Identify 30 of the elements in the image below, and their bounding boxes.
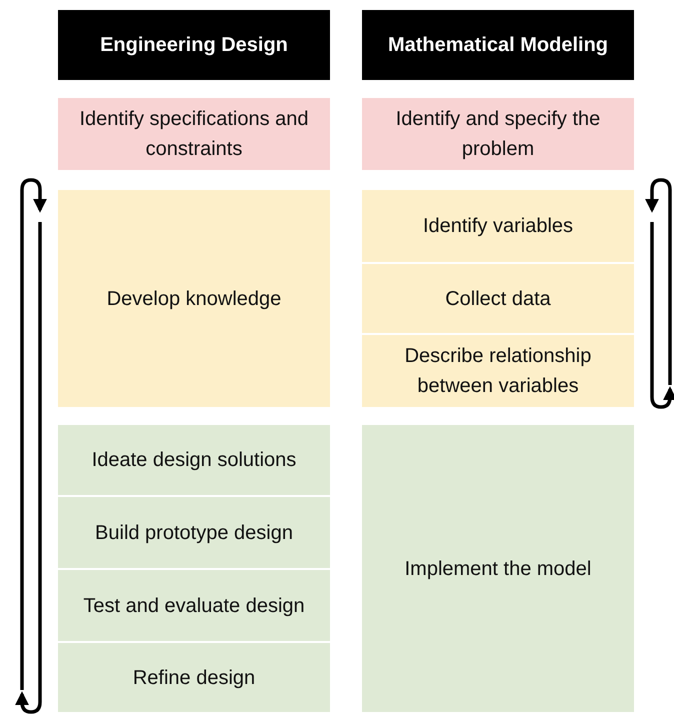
step-box [58, 425, 330, 495]
step-box [58, 570, 330, 641]
step-box [58, 497, 330, 568]
step-text: Ideate design solutions [92, 448, 296, 473]
loop-arrow [20, 178, 47, 690]
step-text: Identify variables [422, 214, 574, 239]
step-box [362, 425, 634, 712]
step-text: Refine design [132, 666, 256, 690]
step-box [362, 335, 634, 407]
step-text: Test and evaluate design [83, 594, 305, 618]
step-box [362, 264, 634, 333]
step-box [58, 98, 330, 170]
loop-arrow [15, 222, 42, 714]
step-text: Describe relationship between variables [404, 344, 592, 399]
step-text: Implement the model [404, 556, 592, 582]
step-box [362, 190, 634, 262]
header-text: Mathematical Modeling [388, 33, 608, 58]
step-text: Identify specifications and constraints [78, 107, 310, 162]
header-text: Engineering Design [100, 33, 288, 58]
step-box [58, 643, 330, 712]
loop-arrow [650, 222, 674, 409]
step-text: Build prototype design [95, 520, 293, 546]
step-text: Develop knowledge [106, 286, 282, 312]
column-header [362, 10, 634, 80]
step-text: Identify and specify the problem [394, 107, 602, 162]
step-text: Collect data [445, 286, 551, 312]
loop-arrow [645, 178, 672, 385]
step-box [58, 190, 330, 407]
step-box [362, 98, 634, 170]
column-header [58, 10, 330, 80]
